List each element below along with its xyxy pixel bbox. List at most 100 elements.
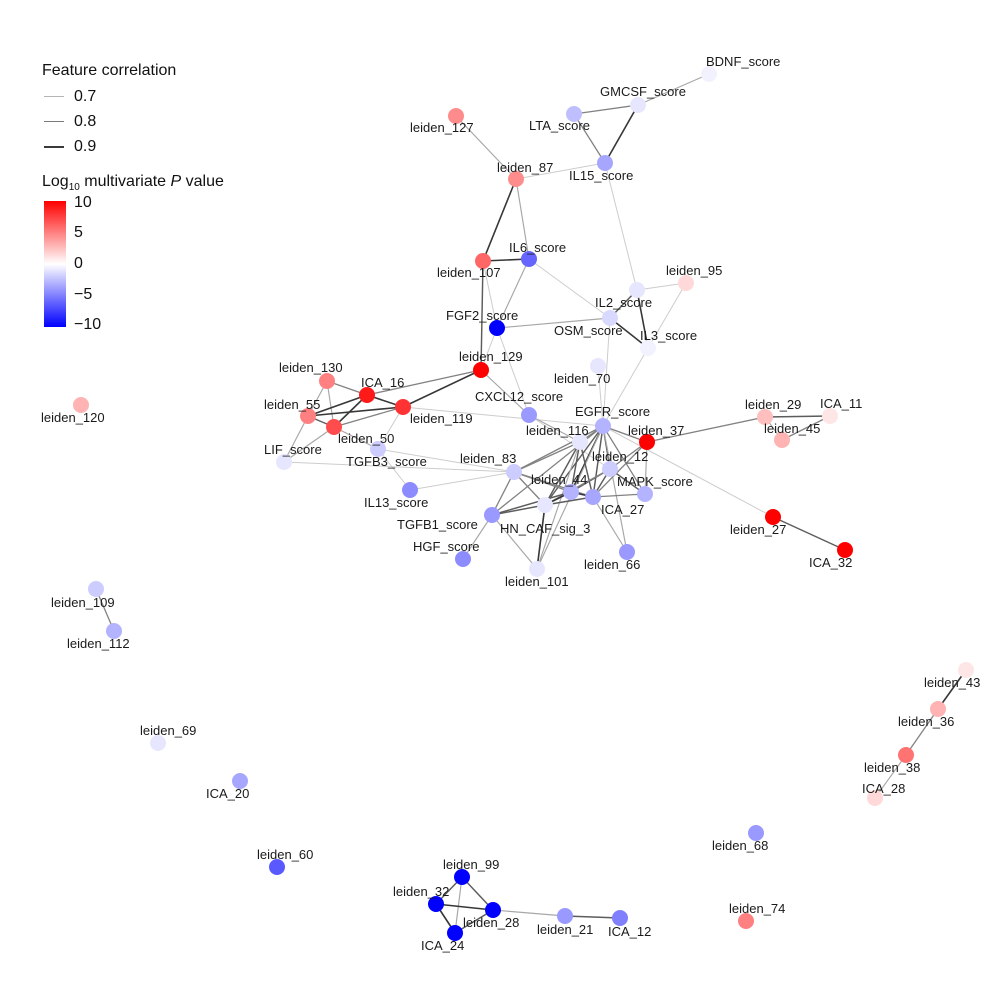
colorbar-tick: [66, 295, 71, 297]
edge-OSM_score-IL3_score: [609, 317, 649, 349]
node-label-leiden_120: leiden_120: [41, 410, 105, 425]
edge-leiden_129-ICA_16: [366, 369, 482, 396]
edge-EGFR_score-leiden_83: [513, 425, 604, 473]
node-leiden_68: [748, 825, 764, 841]
edge-leiden_95-IL3_score: [647, 282, 687, 349]
node-label-TGFB3_score: TGFB3_score: [346, 454, 427, 469]
node-leiden_66: [619, 544, 635, 560]
node-label-leiden_74: leiden_74: [729, 901, 785, 916]
node-ICA_28: [867, 790, 883, 806]
node-CXCL12_score: [521, 407, 537, 423]
edge-EGFR_score-ICA_27: [592, 425, 604, 498]
legend-line-swatch: [44, 121, 64, 122]
node-IL2_score: [629, 282, 645, 298]
colorbar-gradient: [44, 201, 66, 328]
node-label-MAPK_score: MAPK_score: [617, 474, 693, 489]
edge-EGFR_score-MAPK_score: [602, 425, 646, 495]
node-leiden_127: [448, 108, 464, 124]
node-label-leiden_50: leiden_50: [338, 431, 394, 446]
node-label-leiden_45: leiden_45: [764, 421, 820, 436]
node-label-BDNF_score: BDNF_score: [706, 54, 780, 69]
node-leiden_95: [678, 275, 694, 291]
edge-TGFB1_score-leiden_101: [491, 514, 538, 570]
edge-leiden_83-ICA_27: [513, 471, 594, 498]
node-leiden_101: [529, 561, 545, 577]
edge-leiden_38-ICA_28: [874, 754, 907, 799]
node-leiden_87: [508, 171, 524, 187]
node-leiden_74: [738, 913, 754, 929]
edge-leiden_107-leiden_129: [480, 260, 484, 371]
node-leiden_70: [590, 358, 606, 374]
node-BDNF_score: [701, 66, 717, 82]
node-leiden_43: [958, 662, 974, 678]
node-label-leiden_68: leiden_68: [712, 838, 768, 853]
node-label-leiden_129: leiden_129: [459, 349, 523, 364]
pvalue-legend-title: Log10 multivariate P value: [42, 173, 224, 194]
pvalue-colorbar: 10 5 0 −5 −10: [40, 194, 270, 333]
node-label-leiden_43: leiden_43: [924, 675, 980, 690]
node-IL6_score: [521, 251, 537, 267]
node-label-leiden_21: leiden_21: [537, 922, 593, 937]
edge-leiden_129-leiden_119: [402, 369, 482, 408]
node-TGFB3_score: [370, 441, 386, 457]
node-label-leiden_55: leiden_55: [264, 397, 320, 412]
colorbar-tick: [66, 264, 71, 266]
node-layer: [73, 66, 974, 941]
node-label-ICA_28: ICA_28: [862, 781, 905, 796]
edge-leiden_50-TGFB3_score: [333, 426, 379, 450]
edge-EGFR_score-leiden_27: [602, 425, 774, 518]
node-leiden_28: [485, 902, 501, 918]
node-label-CXCL12_score: CXCL12_score: [475, 389, 563, 404]
node-leiden_29: [757, 409, 773, 425]
node-leiden_32: [428, 896, 444, 912]
edge-leiden_107-FGF2_score: [482, 260, 498, 329]
node-leiden_109: [88, 581, 104, 597]
node-label-IL2_score: IL2_score: [595, 295, 652, 310]
edge-LIF_score-leiden_83: [283, 461, 515, 473]
edge-leiden_116-leiden_101: [536, 441, 581, 570]
edge-leiden_119-EGFR_score: [402, 406, 604, 427]
node-label-leiden_99: leiden_99: [443, 857, 499, 872]
correlation-level-label: 0.7: [74, 87, 97, 105]
node-ICA_11: [822, 408, 838, 424]
node-leiden_112: [106, 623, 122, 639]
node-label-leiden_101: leiden_101: [505, 574, 569, 589]
edge-leiden_116-leiden_44: [570, 441, 581, 493]
edge-ICA_27-leiden_66: [592, 496, 628, 553]
correlation-legend-title: Feature correlation: [42, 62, 177, 79]
edge-leiden_44-TGFB1_score: [491, 491, 572, 516]
node-label-leiden_44: leiden_44: [531, 472, 587, 487]
edge-leiden_27-ICA_32: [772, 516, 846, 551]
edge-leiden_50-LIF_score: [283, 426, 335, 463]
edge-IL6_score-OSM_score: [528, 258, 611, 319]
node-label-ICA_27: ICA_27: [601, 502, 644, 517]
node-ICA_24: [447, 925, 463, 941]
node-leiden_116: [572, 434, 588, 450]
edge-EGFR_score-leiden_66: [602, 425, 628, 553]
node-label-leiden_87: leiden_87: [497, 160, 553, 175]
node-label-IL6_score: IL6_score: [509, 240, 566, 255]
node-label-LTA_score: LTA_score: [529, 118, 590, 133]
node-label-leiden_109: leiden_109: [51, 595, 115, 610]
node-label-IL15_score: IL15_score: [569, 168, 633, 183]
node-TGFB1_score: [484, 507, 500, 523]
node-label-OSM_score: OSM_score: [554, 323, 623, 338]
node-leiden_55: [300, 408, 316, 424]
edge-leiden_70-EGFR_score: [597, 365, 604, 427]
edge-leiden_116-leiden_83: [513, 441, 581, 473]
node-leiden_37: [639, 434, 655, 450]
node-leiden_50: [326, 419, 342, 435]
node-label-leiden_112: leiden_112: [67, 636, 130, 651]
edge-HN_CAF_sig_3-leiden_101: [536, 504, 546, 570]
node-leiden_60: [269, 859, 285, 875]
edge-leiden_55-leiden_119: [307, 406, 404, 417]
node-OSM_score: [602, 310, 618, 326]
edge-leiden_43-leiden_36: [937, 669, 967, 710]
correlation-level-label: 0.8: [74, 112, 97, 130]
node-label-leiden_38: leiden_38: [864, 760, 920, 775]
edge-leiden_116-HN_CAF_sig_3: [544, 441, 581, 506]
edge-GMCSF_score-IL15_score: [604, 104, 639, 164]
node-label-FGF2_score: FGF2_score: [446, 308, 518, 323]
colorbar-tick: [66, 233, 71, 235]
